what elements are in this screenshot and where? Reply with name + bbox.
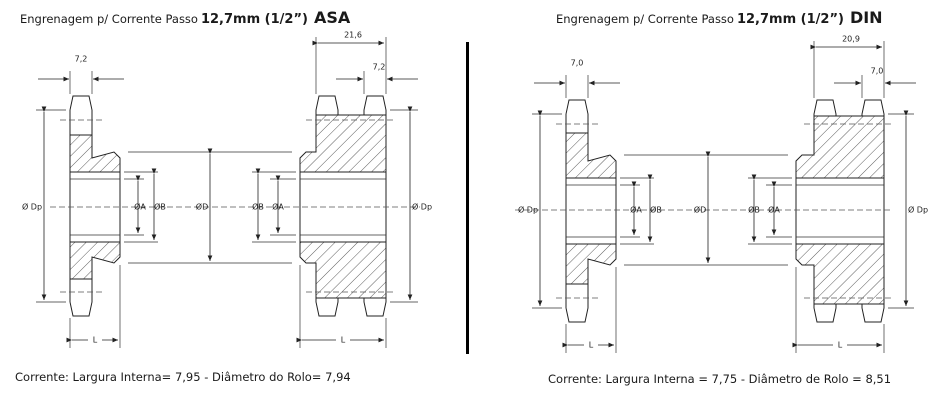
double-ob-label: ØB [252,202,264,212]
double-bore [795,177,885,245]
double-bottom-tooth-2 [363,298,387,317]
panel-divider [466,42,469,354]
od-label: ØD [196,202,208,212]
single-l-label: L [589,341,594,350]
double-l-label: L [341,336,346,345]
double-tooth-label: 7,2 [373,63,386,72]
double-bottom-tooth-1 [813,304,837,323]
double-top-tooth-1 [813,99,837,116]
din-title-standard: DIN [849,8,883,27]
double-width-label: 20,9 [842,35,860,44]
single-bottom-tooth [565,284,589,323]
double-l-label-bg [336,334,350,346]
double-dp-label: Ø Dp [412,202,432,212]
double-lower-section [795,243,885,305]
asa-title-size: 12,7mm (1/2”) [200,12,308,27]
double-dp-label: Ø Dp [908,205,928,215]
asa-sprocket-drawing: ØD ØA ØB ØB ØA Ø Dp Ø Dp 7,2 21,6 7,2L L [22,31,432,348]
double-oa-label: ØA [272,202,284,212]
single-ob-label: ØB [650,205,662,215]
single-dp-label: Ø Dp [22,202,42,212]
double-top-tooth-2 [363,95,387,115]
single-upper-section [69,134,121,173]
din-title-size: 12,7mm (1/2”) [736,12,844,27]
double-top-tooth-1 [315,95,339,115]
single-l-label-bg [584,339,598,351]
asa-title-prefix: Engrenagem p/ Corrente Passo [20,12,198,26]
single-l-label-bg [88,334,102,346]
double-l-label-bg [833,339,847,351]
din-title-prefix: Engrenagem p/ Corrente Passo [556,12,734,26]
single-bore [565,177,617,245]
single-lower-section [69,241,121,280]
double-upper-section [299,114,387,173]
single-lower-section [565,243,617,285]
single-dp-label: Ø Dp [518,205,538,215]
double-width-label: 21,6 [344,31,362,40]
od-label: ØD [694,205,706,215]
double-bottom-tooth-1 [315,298,339,317]
double-tooth-label: 7,0 [871,67,884,76]
single-ob-label: ØB [154,202,166,212]
double-lower-section [299,241,387,299]
single-width-label: 7,0 [571,59,584,68]
double-ob-label: ØB [748,205,760,215]
double-top-tooth-2 [861,99,885,116]
double-upper-section [795,115,885,179]
single-oa-label: ØA [134,202,146,212]
double-oa-label: ØA [768,205,780,215]
asa-chain-caption: Corrente: Largura Interna= 7,95 - Diâmet… [15,370,351,384]
din-chain-caption: Corrente: Largura Interna = 7,75 - Diâme… [548,372,892,386]
double-l-label: L [838,341,843,350]
din-sprocket-drawing: ØD ØA ØB ØB ØA Ø Dp Ø Dp 7,0 20,9 7,0L L [515,35,928,353]
single-upper-section [565,132,617,179]
single-oa-label: ØA [630,205,642,215]
single-top-tooth [69,95,93,135]
single-width-label: 7,2 [75,55,88,64]
single-l-label: L [93,336,98,345]
single-top-tooth [565,99,589,133]
asa-title-standard: ASA [313,8,351,27]
single-bottom-tooth [69,279,93,317]
double-bottom-tooth-2 [861,304,885,323]
